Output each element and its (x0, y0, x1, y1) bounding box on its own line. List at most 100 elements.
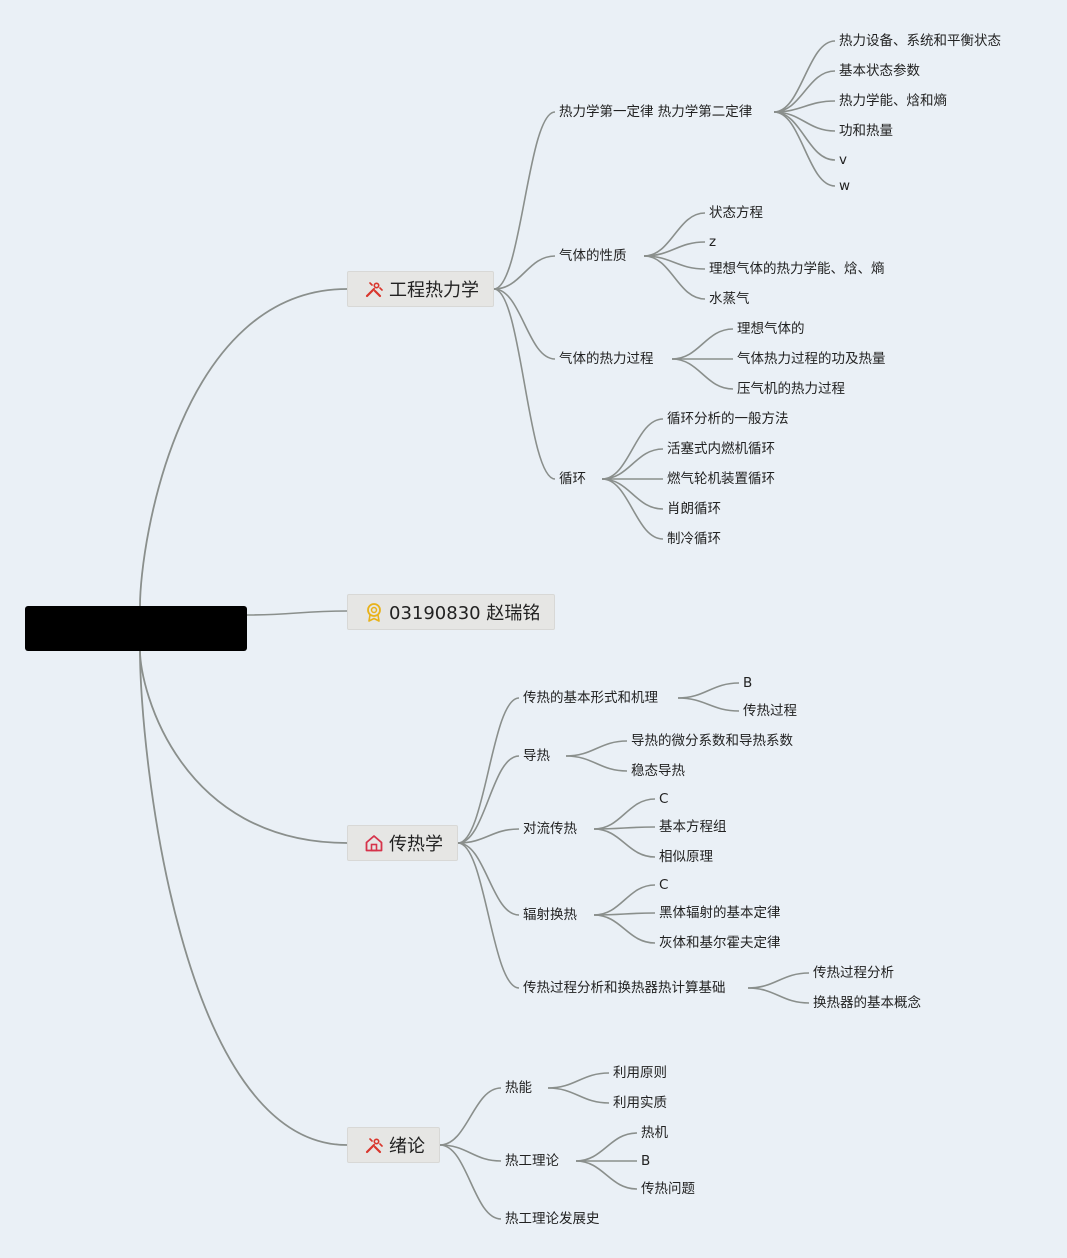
leaf-node[interactable]: 理想气体的热力学能、焓、熵 (709, 261, 885, 277)
leaf-node[interactable]: 导热的微分系数和导热系数 (631, 733, 793, 749)
connector-line (593, 828, 656, 858)
topic-heat-exchanger[interactable]: 传热过程分析和换热器热计算基础 (523, 980, 726, 996)
leaf-node[interactable]: 传热过程分析 (813, 965, 894, 981)
leaf-node[interactable]: 功和热量 (839, 123, 893, 139)
connector-line (565, 740, 628, 757)
connector-line (457, 755, 520, 844)
connector-line (565, 755, 628, 772)
connector-line (773, 111, 836, 187)
branch-label: 03190830 赵瑞铭 (389, 603, 541, 624)
connector-line (747, 972, 810, 989)
tools-icon (364, 279, 384, 299)
topic-gas-properties[interactable]: 气体的性质 (559, 248, 627, 264)
leaf-node[interactable]: 换热器的基本概念 (813, 995, 921, 1011)
leaf-node[interactable]: w (839, 178, 851, 194)
leaf-node[interactable]: 状态方程 (709, 205, 763, 221)
leaf-node[interactable]: B (641, 1153, 651, 1169)
connector-line (493, 288, 556, 360)
root-connector-line (139, 288, 348, 607)
topic-radiation[interactable]: 辐射换热 (523, 907, 577, 923)
connector-line (601, 478, 664, 510)
connector-line (773, 40, 836, 113)
connector-line (643, 255, 706, 300)
connector-line (671, 358, 734, 390)
branch-author[interactable]: 03190830 赵瑞铭 (347, 594, 556, 630)
connector-line (575, 1132, 638, 1162)
leaf-node[interactable]: 灰体和基尔霍夫定律 (659, 935, 781, 951)
connector-line (439, 1144, 502, 1220)
leaf-node[interactable]: 稳态导热 (631, 763, 685, 779)
root-connector-line (246, 610, 348, 616)
branch-heat-transfer[interactable]: 传热学 (347, 825, 458, 861)
leaf-node[interactable]: 活塞式内燃机循环 (667, 441, 775, 457)
branch-label: 绪论 (389, 1136, 425, 1157)
connector-line (493, 288, 556, 480)
leaf-node[interactable]: C (659, 877, 669, 893)
branch-label: 工程热力学 (389, 280, 479, 301)
root-connector-line (139, 650, 348, 1146)
topic-thermal-theory[interactable]: 热工理论 (505, 1153, 559, 1169)
branch-introduction[interactable]: 绪论 (347, 1127, 440, 1163)
connector-line (575, 1160, 638, 1190)
topic-laws[interactable]: 热力学第一定律 热力学第二定律 (559, 104, 753, 120)
leaf-node[interactable]: 制冷循环 (667, 531, 721, 547)
leaf-node[interactable]: 基本方程组 (659, 819, 727, 835)
leaf-node[interactable]: v (839, 152, 847, 168)
leaf-node[interactable]: 基本状态参数 (839, 63, 920, 79)
connector-line (773, 111, 836, 161)
branch-thermodynamics[interactable]: 工程热力学 (347, 271, 494, 307)
leaf-node[interactable]: 传热问题 (641, 1181, 695, 1197)
leaf-node[interactable]: 传热过程 (743, 703, 797, 719)
topic-basic-forms[interactable]: 传热的基本形式和机理 (523, 690, 658, 706)
leaf-node[interactable]: 热力学能、焓和熵 (839, 93, 947, 109)
topic-thermal-energy[interactable]: 热能 (505, 1080, 532, 1096)
leaf-node[interactable]: 黑体辐射的基本定律 (659, 905, 781, 921)
connector-line (493, 255, 556, 290)
leaf-node[interactable]: C (659, 791, 669, 807)
connector-line (439, 1087, 502, 1146)
connector-line (601, 478, 664, 540)
connector-line (457, 842, 520, 916)
leaf-node[interactable]: 利用实质 (613, 1095, 667, 1111)
topic-cycles[interactable]: 循环 (559, 471, 586, 487)
connector-line (547, 1072, 610, 1089)
leaf-node[interactable]: 肖朗循环 (667, 501, 721, 517)
connector-line (747, 987, 810, 1004)
topic-conduction[interactable]: 导热 (523, 748, 550, 764)
connector-line (601, 448, 664, 480)
leaf-node[interactable]: B (743, 675, 753, 691)
root-node[interactable] (25, 606, 247, 651)
connector-line (457, 828, 520, 844)
home-icon (364, 833, 384, 853)
leaf-node[interactable]: 燃气轮机装置循环 (667, 471, 775, 487)
leaf-node[interactable]: 循环分析的一般方法 (667, 411, 789, 427)
leaf-node[interactable]: z (709, 234, 717, 250)
connector-line (547, 1087, 610, 1104)
connector-line (457, 842, 520, 989)
leaf-node[interactable]: 热机 (641, 1125, 668, 1141)
connector-line (671, 328, 734, 360)
connector-line (677, 682, 740, 699)
topic-convection[interactable]: 对流传热 (523, 821, 577, 837)
leaf-node[interactable]: 压气机的热力过程 (737, 381, 845, 397)
branch-label: 传热学 (389, 834, 443, 855)
connector-line (593, 798, 656, 830)
connector-line (457, 697, 520, 844)
leaf-node[interactable]: 理想气体的 (737, 321, 805, 337)
connector-line (439, 1144, 502, 1162)
topic-history[interactable]: 热工理论发展史 (505, 1211, 600, 1227)
connector-line (493, 111, 556, 290)
connector-line (677, 697, 740, 712)
leaf-node[interactable]: 热力设备、系统和平衡状态 (839, 33, 1001, 49)
leaf-node[interactable]: 利用原则 (613, 1065, 667, 1081)
leaf-node[interactable]: 水蒸气 (709, 291, 750, 307)
connector-line (593, 884, 656, 916)
connector-line (593, 914, 656, 944)
award-icon (364, 602, 384, 622)
leaf-node[interactable]: 相似原理 (659, 849, 713, 865)
tools-icon (364, 1135, 384, 1155)
topic-gas-processes[interactable]: 气体的热力过程 (559, 351, 654, 367)
leaf-node[interactable]: 气体热力过程的功及热量 (737, 351, 886, 367)
